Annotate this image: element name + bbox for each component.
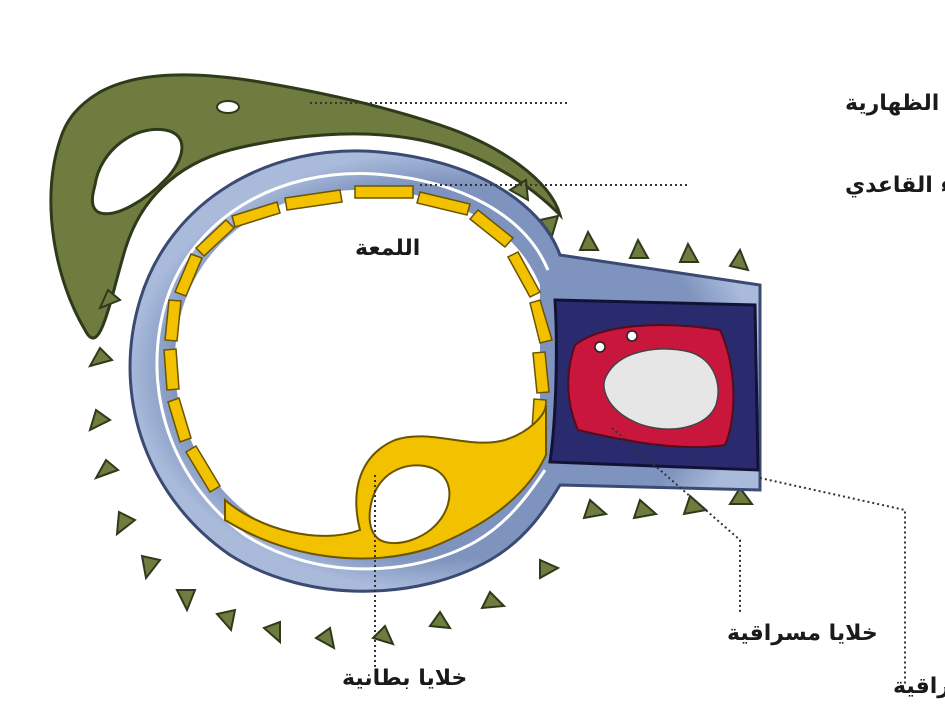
leader-lines — [310, 102, 906, 685]
leader-mesangial-cells — [611, 427, 741, 612]
label-basement-membrane: الغشاء القاعدي — [845, 173, 945, 198]
mesangium — [548, 298, 760, 472]
endothelial-nucleus-hole — [368, 464, 451, 545]
endothelium-dashes — [163, 185, 553, 494]
label-endothelial-cells: خلايا بطانية — [342, 666, 467, 691]
leader-mesangial-matrix — [759, 477, 906, 685]
label-mesangial-cells: خلايا مسراقية — [727, 621, 878, 646]
endothelial-cell — [224, 404, 547, 560]
mesangial-nucleus-dot — [594, 341, 606, 353]
podocyte-vacuole — [90, 127, 184, 216]
label-mesangial-matrix: اللحمة المسراقية — [893, 674, 945, 699]
mesangial-nucleus-dot-2 — [626, 330, 638, 342]
mesangial-lumen-spot — [603, 348, 719, 430]
label-lumen: اللمعة — [355, 236, 420, 261]
label-podocyte-processes: الاستطالات القدمية الظهارية — [845, 91, 945, 116]
membrane-inner-line — [155, 172, 550, 571]
podocyte-small-vacuole — [216, 100, 240, 114]
podocyte — [49, 73, 754, 650]
foot-processes — [87, 178, 754, 650]
